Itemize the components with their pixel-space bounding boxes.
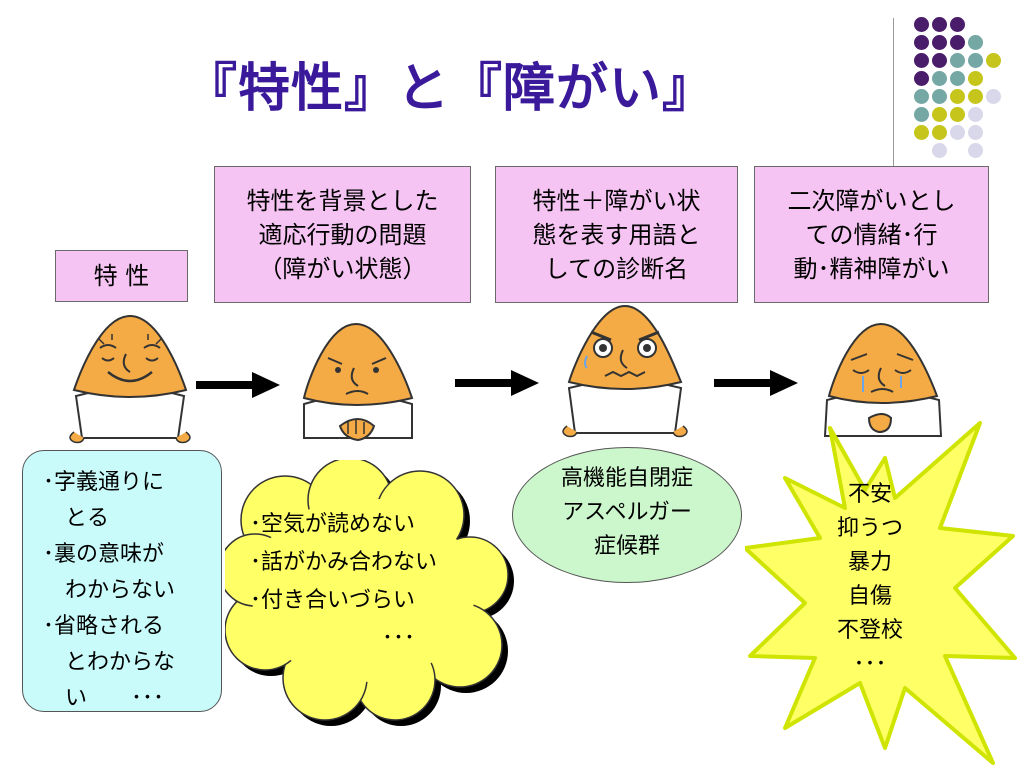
trait-box-label: 特 性	[93, 262, 150, 290]
secondary-item: 暴力	[847, 550, 892, 575]
page-title: 『特性』と『障がい』	[184, 59, 715, 119]
trait-box: 特 性	[55, 250, 188, 302]
diagnosis-box-label: 特性＋障がい状 態を表す用語と しての診断名	[532, 186, 701, 283]
behavior-box: 特性を背景とした 適応行動の問題 （障がい状態）	[214, 166, 471, 303]
diagnosis-box: 特性＋障がい状 態を表す用語と しての診断名	[495, 166, 738, 303]
secondary-box-label: 二次障がいとし ての情緒･行 動･精神障がい	[787, 186, 956, 283]
right-arrow-icon	[714, 370, 798, 396]
diagnosis-ellipse: 高機能自閉症 アスペルガー 症候群	[512, 447, 742, 583]
secondary-list: 不安 抑うつ 暴力 自傷 不登校 ･･･	[810, 478, 930, 682]
trait-item: ･裏の意味が	[43, 542, 165, 567]
trait-list-box: ･字義通りに とる ･裏の意味が わからない ･省略される とわからな い ･･…	[22, 450, 222, 712]
secondary-item: ･･･	[853, 652, 887, 677]
behavior-item: ･･･	[250, 626, 416, 651]
smiling-character-icon	[69, 314, 191, 444]
angry-character-icon	[562, 304, 688, 438]
behavior-item: ･付き合いづらい	[250, 588, 416, 613]
secondary-item: 不登校	[836, 618, 903, 643]
diagnosis-item: 症候群	[593, 534, 660, 559]
right-arrow-icon	[196, 372, 280, 398]
right-arrow-icon	[455, 370, 539, 396]
behavior-box-label: 特性を背景とした 適応行動の問題 （障がい状態）	[246, 186, 439, 283]
diagnosis-item: 高機能自閉症	[560, 466, 693, 491]
trait-item: い ･･･	[43, 686, 165, 711]
divider-line	[893, 18, 894, 168]
secondary-item: 不安	[847, 482, 892, 507]
behavior-cloud-shape	[225, 460, 514, 726]
trait-item: ･省略される	[43, 614, 165, 639]
trait-item: とわからな	[43, 650, 176, 675]
trait-item: とる	[43, 506, 110, 531]
trait-item: ･字義通りに	[43, 470, 165, 495]
crying-character-icon	[823, 322, 943, 437]
worried-character-icon	[302, 322, 414, 442]
behavior-item: ･空気が読めない	[250, 512, 416, 537]
diagnosis-item: アスペルガー	[562, 500, 692, 525]
trait-item: わからない	[43, 578, 176, 603]
behavior-list: ･空気が読めない ･話がかみ合わない ･付き合いづらい ･･･	[250, 506, 437, 658]
secondary-box: 二次障がいとし ての情緒･行 動･精神障がい	[754, 166, 989, 303]
behavior-item: ･話がかみ合わない	[250, 550, 438, 575]
secondary-item: 自傷	[847, 584, 892, 609]
secondary-starburst-shape	[745, 421, 1017, 765]
secondary-item: 抑うつ	[836, 516, 903, 541]
